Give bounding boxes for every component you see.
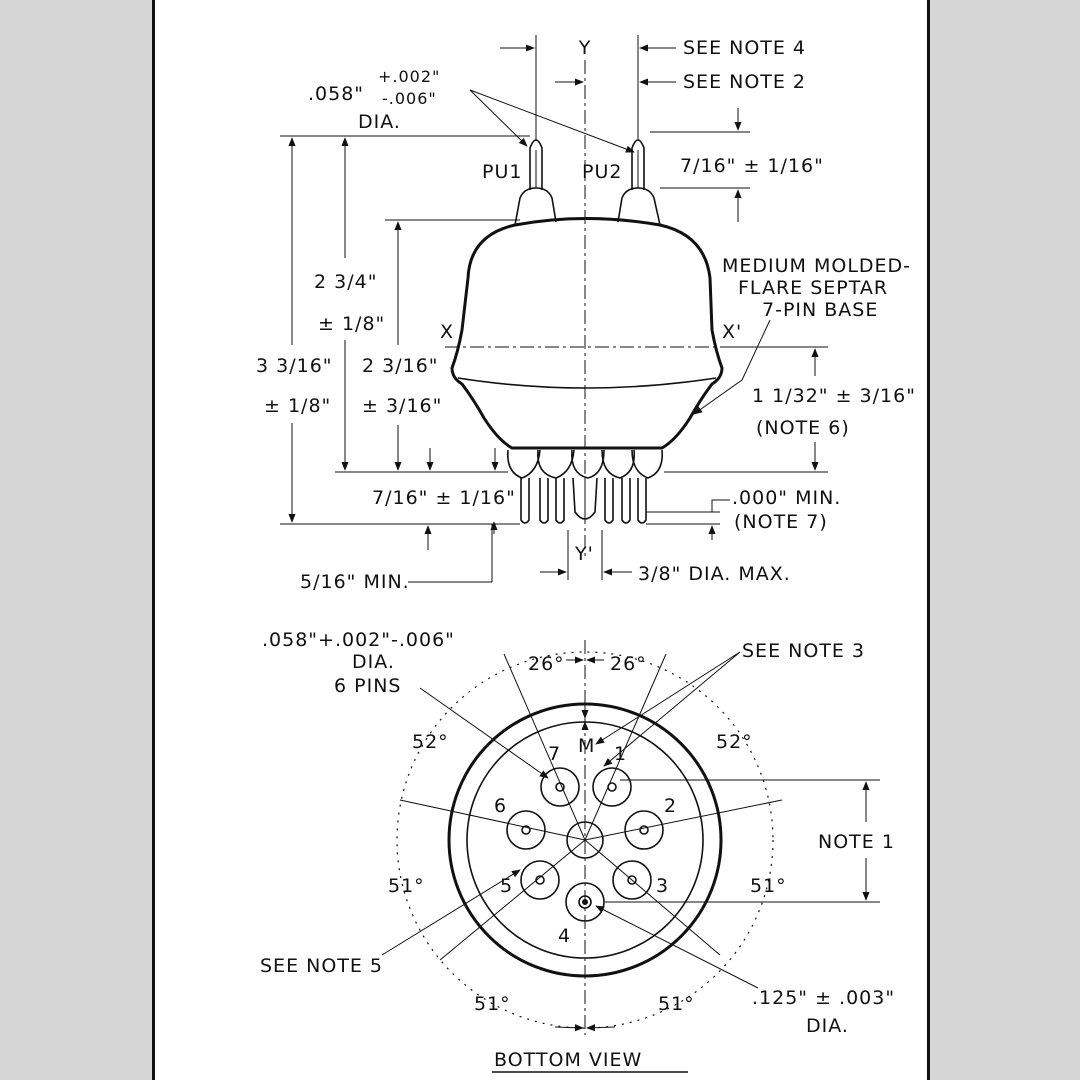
pin-number-7: 7 (548, 743, 561, 765)
center-dia-line2: DIA. (806, 1015, 849, 1037)
see-note-3-label: SEE NOTE 3 (742, 640, 865, 662)
pin-number-2: 2 (664, 795, 677, 817)
bv-pin-dia-line2: DIA. (352, 651, 395, 673)
base-desc-line1: MEDIUM MOLDED- (722, 255, 911, 277)
see-note-2-label: SEE NOTE 2 (683, 71, 806, 93)
drawing-sheet (152, 0, 930, 1080)
note-6-label: (NOTE 6) (756, 417, 850, 439)
axis-y-bottom-label: Y' (574, 543, 594, 565)
dim-2-3-4-value: 2 3/4" (314, 271, 377, 293)
see-note-4-label: SEE NOTE 4 (683, 37, 806, 59)
pin-dia-minus: -.006" (382, 89, 437, 108)
pin-number-3: 3 (656, 875, 669, 897)
pin-dia-plus: +.002" (378, 67, 440, 86)
dim-2-3-16-tol: ± 3/16" (362, 395, 442, 417)
base-desc-line3: 7-PIN BASE (762, 299, 878, 321)
dim-1-1-32: 1 1/32" ± 3/16" (752, 385, 916, 407)
note-7-label: (NOTE 7) (734, 511, 828, 533)
cap-pu2 (617, 187, 661, 226)
angle-26-left: 26° (528, 653, 565, 675)
axis-x-right-label: X' (722, 321, 742, 343)
axis-x-left-label: X (440, 321, 454, 343)
base-pins (520, 477, 647, 524)
pin-length-dim: 7/16" ± 1/16" (372, 487, 516, 509)
center-dia-line1: .125" ± .003" (752, 987, 895, 1009)
note-1-label: NOTE 1 (818, 831, 895, 853)
radial-lines (399, 640, 783, 1035)
flare-seam (457, 377, 717, 389)
pin-number-4: 4 (558, 925, 571, 947)
key-m-label: M (578, 735, 595, 757)
axis-y-top-label: Y (578, 37, 592, 59)
angle-51-ul: 51° (388, 875, 425, 897)
bottom-view: 1 2 3 4 5 6 7 M .058"+.002"-.006" DIA. 6… (260, 629, 895, 1073)
dim-3-3-16-tol: ± 1/8" (264, 395, 331, 417)
tube-envelope (450, 217, 724, 450)
center-post (572, 477, 598, 520)
pin-dia-label: DIA. (358, 111, 401, 133)
pin-ring (506, 767, 664, 922)
pu2-label: PU2 (582, 161, 622, 183)
bv-pin-dia-line1: .058"+.002"-.006" (262, 629, 455, 651)
min-5-16-label: 5/16" MIN. (300, 571, 410, 593)
pin-dia-main: .058" (308, 83, 364, 105)
angle-51-ur: 51° (750, 875, 787, 897)
dim-2-3-16-value: 2 3/16" (362, 355, 439, 377)
angle-51-lr: 51° (658, 993, 695, 1015)
dim-3-3-16-value: 3 3/16" (256, 355, 333, 377)
see-note-5-label: SEE NOTE 5 (260, 955, 383, 977)
center-hub (566, 821, 604, 859)
cap-pu1 (514, 187, 557, 226)
angle-52-left: 52° (412, 731, 449, 753)
min-000-label: .000" MIN. (732, 487, 841, 509)
construction-circle (396, 651, 774, 1029)
pu1-label: PU1 (482, 161, 522, 183)
angle-51-ll: 51° (474, 993, 511, 1015)
bottom-view-title: BOTTOM VIEW (494, 1049, 642, 1071)
angle-26-right: 26° (610, 653, 647, 675)
pin-number-1: 1 (614, 743, 627, 765)
dim-2-3-4-tol: ± 1/8" (318, 313, 385, 335)
angle-52-right: 52° (716, 731, 753, 753)
base-desc-line2: FLARE SEPTAR (738, 277, 888, 299)
cap-height-dim: 7/16" ± 1/16" (680, 155, 824, 177)
side-view: Y SEE NOTE 4 SEE NOTE 2 .058" +.002" -.0… (250, 35, 916, 593)
dia-max-label: 3/8" DIA. MAX. (638, 563, 791, 585)
bv-pin-dia-line3: 6 PINS (334, 675, 401, 697)
pin-number-6: 6 (494, 795, 507, 817)
